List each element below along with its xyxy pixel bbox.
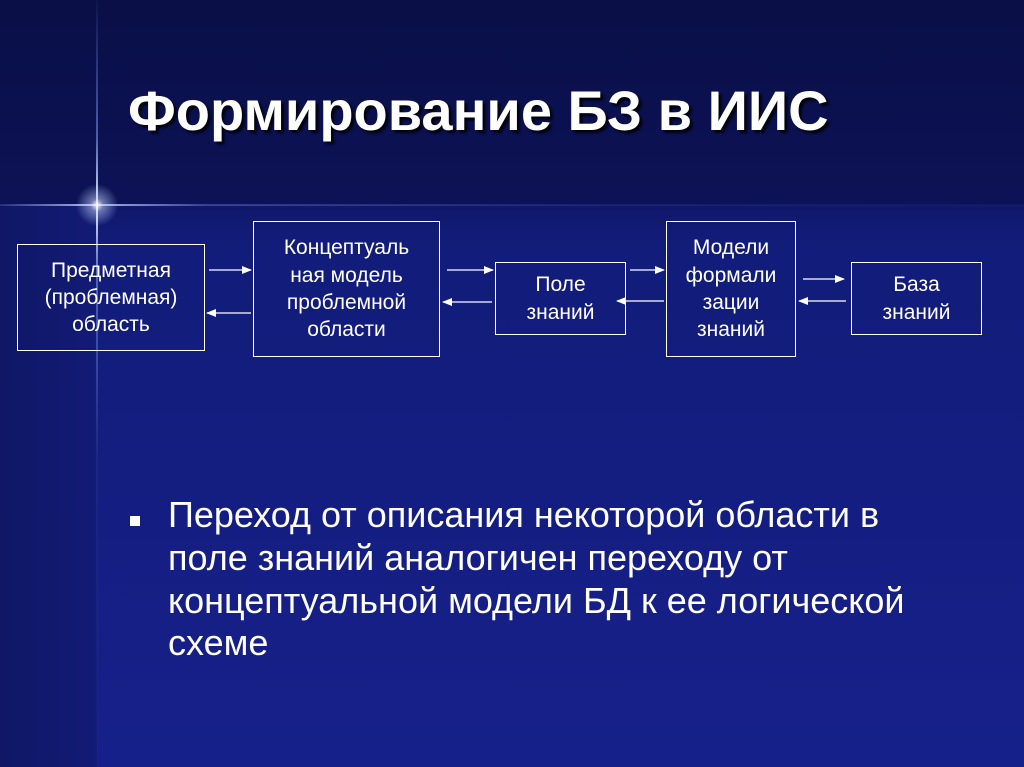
top-band (0, 0, 1024, 205)
square-bullet-icon (130, 516, 140, 526)
box-subject-area-label: Предметная (проблемная) область (44, 258, 178, 337)
box-formalization-models: Модели формали зации знаний (666, 221, 796, 357)
box-knowledge-base-label: База знаний (882, 273, 951, 324)
bullet-text: Переход от описания некоторой области в … (168, 494, 905, 664)
box-knowledge-field: Поле знаний (495, 262, 626, 335)
sparkle-star-icon (72, 180, 122, 230)
box-conceptual-model-label: Концептуаль ная модель проблемной област… (283, 236, 410, 342)
left-column (0, 205, 97, 767)
sparkle-line-horizontal (0, 204, 1024, 206)
box-knowledge-field-label: Поле знаний (526, 273, 595, 324)
slide-title: Формирование БЗ в ИИС (128, 79, 829, 142)
box-formalization-models-label: Модели формали зации знаний (685, 236, 777, 342)
box-subject-area: Предметная (проблемная) область (17, 244, 205, 351)
box-conceptual-model: Концептуаль ная модель проблемной област… (253, 221, 440, 357)
sparkle-line-vertical (96, 0, 98, 767)
box-knowledge-base: База знаний (851, 262, 982, 335)
